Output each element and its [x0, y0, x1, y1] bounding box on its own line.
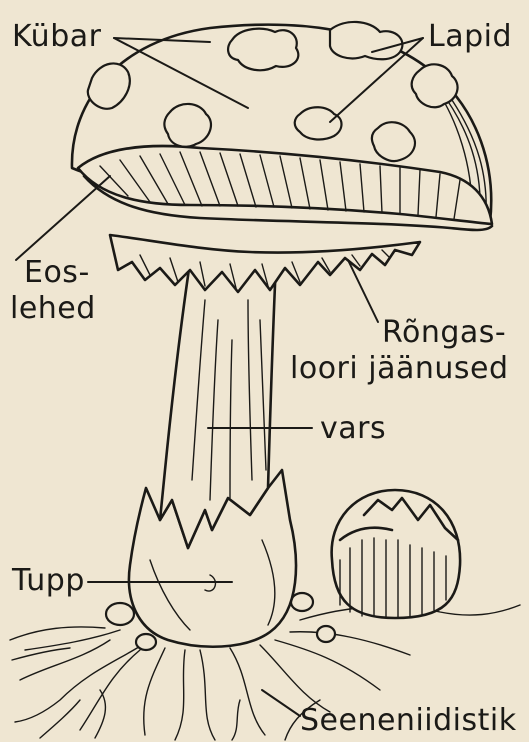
ring-remnants [110, 235, 420, 292]
label-ring-line1: Rõngas- [382, 315, 506, 350]
label-stem: vars [320, 411, 386, 446]
label-volva: Tupp [11, 563, 85, 598]
mycelium-leader-line [262, 690, 300, 716]
label-ring-line2: loori jäänused [290, 351, 509, 386]
label-scales: Lapid [428, 19, 512, 54]
gills-leader-line [16, 176, 110, 260]
young-egg-mushroom [332, 490, 460, 618]
label-gills-line1: Eos- [24, 255, 90, 290]
ring-leader-line [348, 260, 378, 322]
label-gills-line2: lehed [10, 291, 96, 326]
label-mycelium: Seeneniidistik [300, 703, 517, 738]
label-cap: Kübar [12, 19, 102, 54]
